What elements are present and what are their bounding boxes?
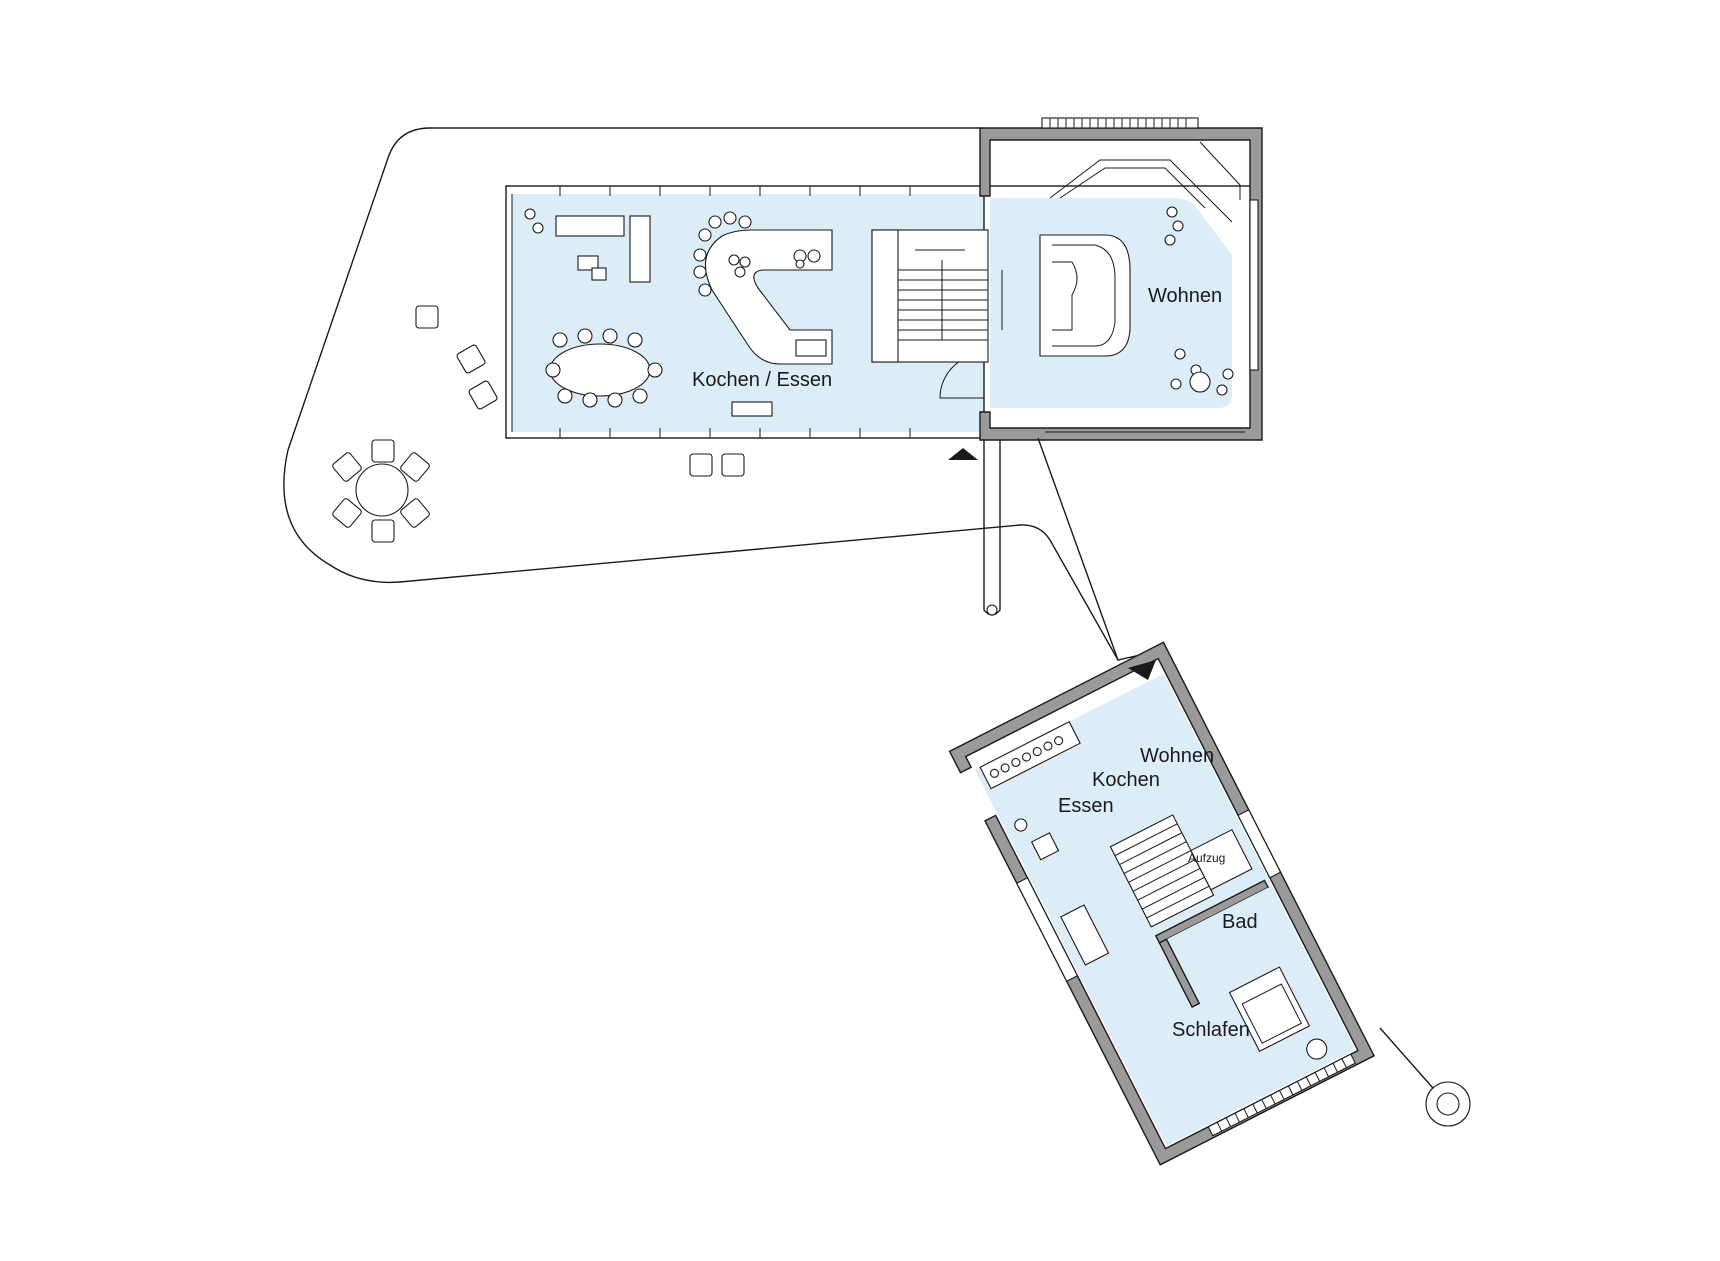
tower-roof-curve-3 <box>1199 141 1241 200</box>
bad-divider <box>1158 938 1201 1009</box>
annex-exit-post-inner <box>1436 1092 1460 1116</box>
annex-window-right <box>1237 809 1282 879</box>
outdoor-furniture <box>332 305 745 543</box>
label-kochen-annex: Kochen <box>1092 769 1160 791</box>
label-wohnen-main: Wohnen <box>1148 285 1222 307</box>
glass-mullions-top <box>559 186 911 196</box>
entrance-post <box>986 604 998 616</box>
annex-plant <box>1014 818 1028 832</box>
wohnen-sofa-cushions <box>1052 261 1078 331</box>
main-building <box>505 117 1263 616</box>
label-bad: Bad <box>1222 911 1258 933</box>
annex-stair-treads <box>1114 823 1210 919</box>
entrance-arrow-icon <box>948 448 978 460</box>
stair-treads <box>898 249 988 341</box>
tower-window-top <box>1041 117 1199 129</box>
label-wohnen-annex: Wohnen <box>1140 745 1214 767</box>
annex-chair <box>1306 1038 1328 1060</box>
wohnen-sofa <box>1039 234 1131 357</box>
glass-mullions-bottom <box>559 428 911 438</box>
annex-exit-path <box>1379 1027 1441 1097</box>
dining-table <box>549 343 651 397</box>
tower-window-hatch <box>1049 118 1187 128</box>
annex-bench-dots <box>989 736 1064 778</box>
terrace-outline <box>283 127 1119 661</box>
sofa-long <box>629 215 651 283</box>
annex-window-hatch <box>1216 1058 1347 1132</box>
side-table-2 <box>591 267 607 281</box>
label-kochen-essen: Kochen / Essen <box>692 369 832 391</box>
kitchen-hob-3 <box>795 259 805 269</box>
kitchen-sink <box>795 339 827 357</box>
sideboard <box>555 215 625 237</box>
label-essen-annex: Essen <box>1058 795 1114 817</box>
entrance-arrow-icon <box>1128 660 1156 680</box>
annex-bed <box>1228 966 1311 1053</box>
decor-circle-2 <box>532 222 544 234</box>
tower-roof-curve-2 <box>1059 167 1206 209</box>
wohnen-sofa-inner <box>1052 244 1116 347</box>
tower-roof-curve <box>1049 159 1233 223</box>
reading-chair <box>1189 371 1211 393</box>
side-table <box>577 255 599 271</box>
annex-sofa <box>1060 904 1110 966</box>
wohnen-decor <box>1164 206 1234 396</box>
annex-window-left <box>1016 877 1079 982</box>
annex-bed-inner <box>1241 983 1303 1044</box>
annex-building <box>948 641 1376 1166</box>
bar-stools <box>693 211 752 297</box>
label-schlafen: Schlafen <box>1172 1019 1250 1041</box>
aufzug-box <box>1190 828 1253 891</box>
dining-chairs <box>545 328 663 408</box>
decor-circle <box>524 208 536 220</box>
walkway <box>1037 437 1163 661</box>
bench <box>731 401 773 417</box>
annex-table <box>1030 832 1060 861</box>
tower-window-right <box>1249 199 1259 371</box>
staircase-core <box>871 229 899 363</box>
tower-wall <box>979 127 1263 441</box>
label-aufzug: Aufzug <box>1188 851 1225 865</box>
kitchen-hob-2 <box>807 249 821 263</box>
bad-room <box>1166 887 1298 997</box>
